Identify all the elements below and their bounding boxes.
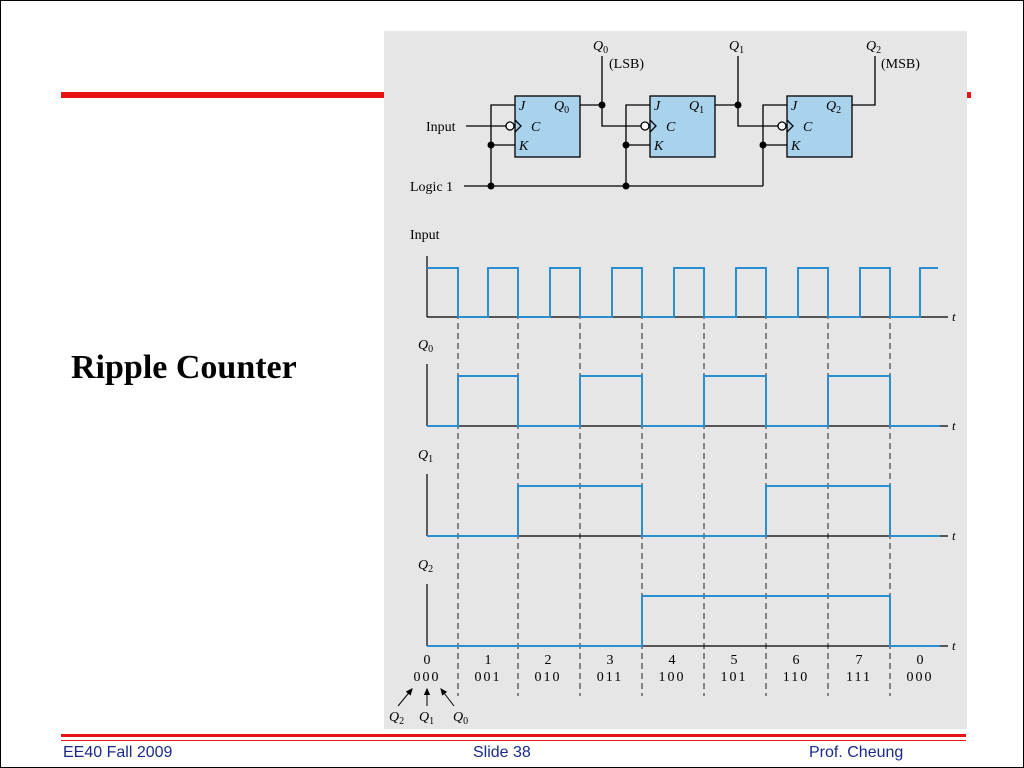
clock-bubble-0 — [505, 121, 515, 131]
ff2-c-label: C — [803, 120, 813, 135]
clock-triangle-0 — [514, 119, 522, 133]
timing-axes — [426, 256, 948, 647]
q0-to-ff1-clock — [601, 105, 641, 127]
timing-input-label: Input — [410, 228, 440, 243]
time-axis-label: t — [952, 638, 956, 653]
ripple-counter-figure: Input Logic 1 J C K Q0 J C K Q1 J C K Q2… — [384, 31, 967, 729]
edge-dash-lines — [457, 313, 891, 696]
bottom-red-rule — [61, 734, 966, 737]
ff2-k-label: K — [790, 139, 801, 154]
ff0-j-wire — [490, 104, 515, 186]
junction-dot — [622, 141, 630, 149]
time-axis-label: t — [952, 418, 956, 433]
q2-output-line — [852, 56, 876, 106]
binary-label: 011 — [597, 670, 623, 685]
ff1-q-label: Q1 — [689, 99, 704, 116]
binary-label: 001 — [475, 670, 502, 685]
input-clock-wave — [427, 267, 938, 318]
footer-slide-number: Slide 38 — [473, 744, 531, 761]
junction-dot — [598, 101, 606, 109]
logic1-label: Logic 1 — [410, 180, 453, 195]
count-label: 0 — [917, 653, 924, 668]
circuit-labels: Input Logic 1 J C K Q0 J C K Q1 J C K Q2… — [410, 39, 920, 195]
bottom-red-rule-thin — [61, 740, 966, 741]
binary-label: 000 — [907, 670, 934, 685]
output-lsb-note: (LSB) — [609, 57, 644, 72]
output-q0-label: Q0 — [593, 39, 608, 56]
ff1-j-label: J — [654, 99, 661, 114]
q1-to-ff2-clock — [737, 105, 778, 127]
clock-bubble-2 — [777, 121, 787, 131]
figure-svg: Input Logic 1 J C K Q0 J C K Q1 J C K Q2… — [389, 39, 956, 727]
junction-dot — [487, 141, 495, 149]
count-label: 5 — [731, 653, 738, 668]
circuit-diagram — [464, 56, 876, 190]
clock-bubble-1 — [640, 121, 650, 131]
q2-wave — [427, 595, 940, 647]
time-axis-label: t — [952, 528, 956, 543]
ff2-j-wire — [762, 104, 787, 186]
ff2-q-label: Q2 — [826, 99, 841, 116]
clock-triangle-2 — [786, 119, 794, 133]
bit-label-q2: Q2 — [389, 710, 404, 727]
bit-arrows — [397, 687, 455, 707]
binary-label: 000 — [414, 670, 441, 685]
output-msb-note: (MSB) — [881, 57, 920, 72]
count-label: 2 — [545, 653, 552, 668]
count-label: 0 — [424, 653, 431, 668]
circuit-input-label: Input — [426, 120, 456, 135]
slide-title: Ripple Counter — [71, 349, 297, 386]
timing-q1-label: Q1 — [418, 448, 433, 465]
ff1-c-label: C — [666, 120, 676, 135]
bit-arrowhead — [405, 688, 413, 696]
waveforms — [427, 267, 940, 647]
count-label: 3 — [607, 653, 614, 668]
q1-wave — [427, 485, 940, 537]
time-axis-label: t — [952, 309, 956, 324]
junction-dot — [759, 141, 767, 149]
binary-label: 100 — [659, 670, 686, 685]
flip-flop-1 — [649, 95, 716, 158]
clock-triangle-1 — [649, 119, 657, 133]
count-label: 6 — [793, 653, 800, 668]
count-label: 4 — [669, 653, 676, 668]
ff0-c-label: C — [531, 120, 541, 135]
bit-arrowhead — [423, 687, 431, 696]
bit-arrowhead — [440, 687, 448, 696]
count-label: 7 — [856, 653, 863, 668]
junction-dot — [734, 101, 742, 109]
ff1-k-label: K — [653, 139, 664, 154]
bit-label-q1: Q1 — [419, 710, 434, 727]
junction-dot — [622, 182, 630, 190]
ff2-j-label: J — [791, 99, 798, 114]
bit-label-q0: Q0 — [453, 710, 468, 727]
binary-label: 010 — [535, 670, 562, 685]
binary-label: 110 — [783, 670, 809, 685]
timing-q0-label: Q0 — [418, 338, 433, 355]
flip-flop-2 — [786, 95, 853, 158]
ff0-j-label: J — [519, 99, 526, 114]
ff0-k-label: K — [518, 139, 529, 154]
q0-wave — [427, 375, 940, 427]
footer-course: EE40 Fall 2009 — [63, 744, 173, 761]
junction-dot — [487, 182, 495, 190]
footer-author: Prof. Cheung — [809, 744, 904, 761]
count-label: 1 — [485, 653, 492, 668]
output-q2-label: Q2 — [866, 39, 881, 56]
ff1-j-wire — [625, 104, 650, 186]
output-q1-label: Q1 — [729, 39, 744, 56]
binary-label: 101 — [721, 670, 748, 685]
timing-q2-label: Q2 — [418, 558, 433, 575]
binary-label: 111 — [846, 670, 872, 685]
ff0-q-label: Q0 — [554, 99, 569, 116]
flip-flop-0 — [514, 95, 581, 158]
